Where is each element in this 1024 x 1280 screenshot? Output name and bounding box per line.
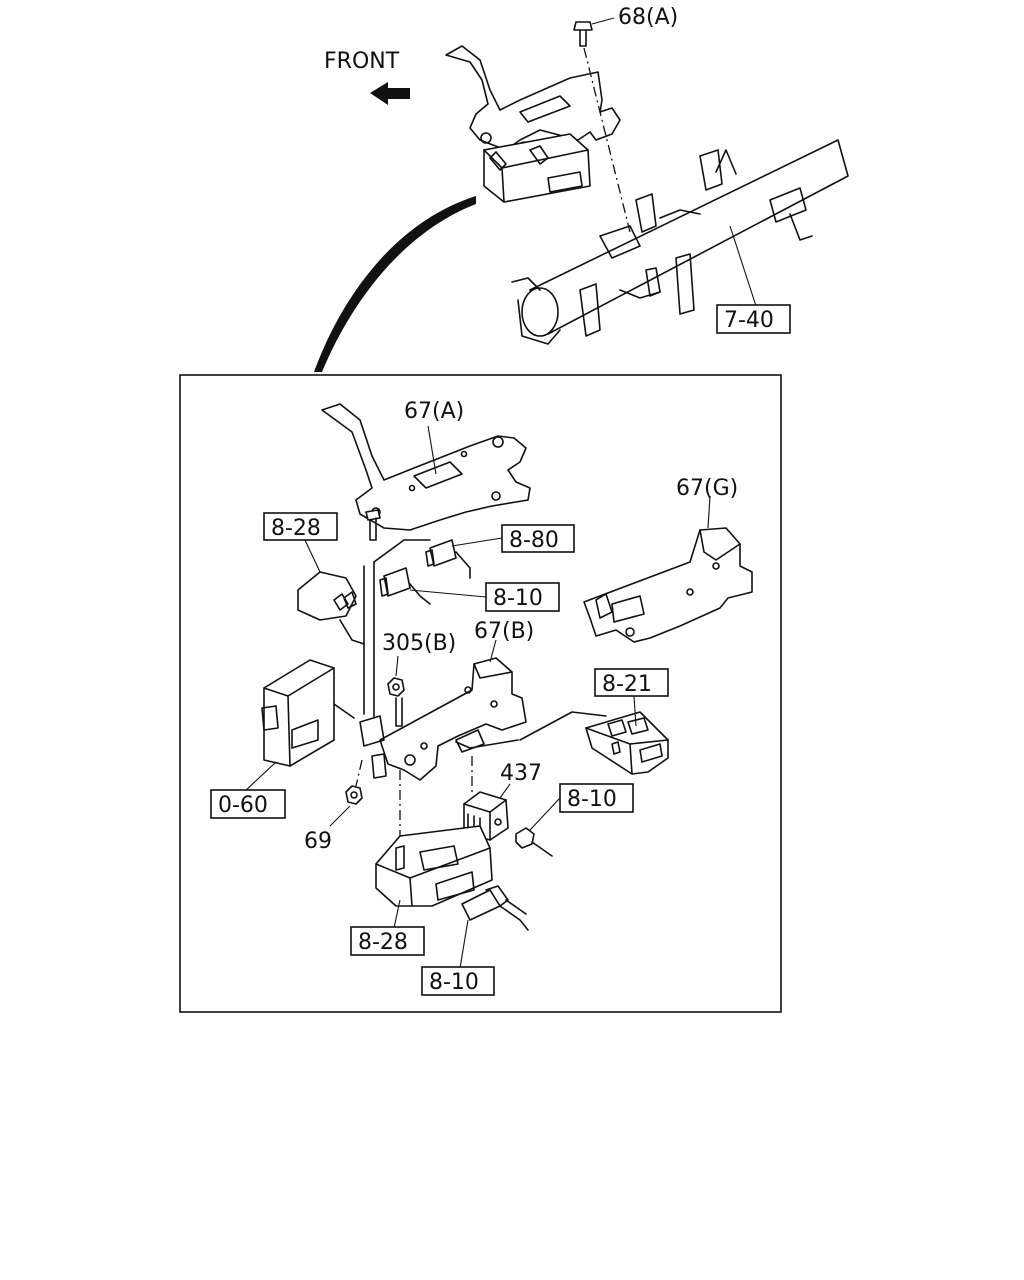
ref-7-40: 7-40 [716, 225, 791, 334]
bracket-67b-label: 67(B) [474, 619, 534, 644]
connector-8-10-c: 8-10 [421, 885, 529, 996]
part-437-label: 437 [500, 761, 542, 786]
connector-8-80: 8-80 [425, 524, 575, 579]
bolt-68a-label: 68(A) [618, 5, 678, 30]
top-bracket-assembly [445, 45, 621, 203]
ref-8-80-label: 8-80 [509, 528, 559, 553]
front-label: FRONT [324, 49, 400, 74]
nut-69-label: 69 [304, 829, 332, 854]
bolt-68a: 68(A) [573, 5, 678, 233]
front-arrow-icon [370, 82, 410, 105]
connector-8-28-top: 8-28 [263, 512, 357, 621]
detail-frame [179, 374, 782, 1013]
module-8-28-bottom: 8-28 [350, 825, 493, 956]
nut-305b-label: 305(B) [382, 631, 456, 656]
ref-8-10-a-label: 8-10 [493, 586, 543, 611]
connector-8-10-b: 8-10 [515, 783, 634, 857]
nut-69: 69 [304, 759, 363, 854]
module-0-60: 0-60 [210, 659, 335, 819]
ref-8-21-label: 8-21 [602, 672, 652, 697]
bracket-67a: 67(A) [321, 399, 531, 531]
ref-8-28-top-label: 8-28 [271, 516, 321, 541]
connector-8-10-a: 8-10 [379, 567, 560, 612]
bracket-67g: 67(G) [583, 476, 753, 643]
nut-305b: 305(B) [382, 631, 456, 860]
connector-8-21: 8-21 [585, 668, 669, 775]
front-indicator: FRONT [324, 49, 410, 105]
ref-7-40-label: 7-40 [724, 308, 774, 333]
ref-8-10-c-label: 8-10 [429, 970, 479, 995]
wire-harness [333, 539, 607, 749]
ref-0-60-label: 0-60 [218, 793, 268, 818]
ref-8-10-b-label: 8-10 [567, 787, 617, 812]
cross-beam [511, 139, 849, 345]
ref-8-28-bottom-label: 8-28 [358, 930, 408, 955]
bracket-67a-label: 67(A) [404, 399, 464, 424]
detail-callout-arrow [314, 196, 476, 372]
bracket-67g-label: 67(G) [676, 476, 738, 501]
screw-67a [365, 509, 381, 541]
bracket-67b: 67(B) [359, 619, 534, 781]
